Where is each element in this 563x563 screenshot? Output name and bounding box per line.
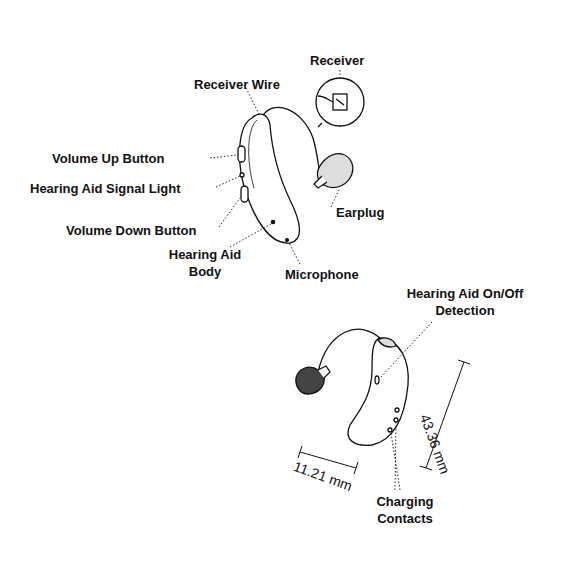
part-label: Hearing Aid On/Off Detection [400, 285, 530, 319]
part-label: Charging Contacts [362, 493, 448, 527]
part-label: Receiver [310, 52, 364, 69]
part-label: Volume Down Button [66, 222, 196, 239]
part-label: Microphone [285, 266, 359, 283]
part-label: Receiver Wire [194, 76, 280, 93]
dimension-label: 11.21 mm [291, 458, 354, 495]
bottom-hearing-aid [296, 329, 408, 445]
part-label: Hearing Aid Body [160, 246, 250, 280]
leader-lines [210, 70, 432, 490]
part-label: Volume Up Button [52, 150, 164, 167]
part-label: Hearing Aid Signal Light [30, 180, 180, 197]
part-label: Earplug [336, 204, 384, 221]
